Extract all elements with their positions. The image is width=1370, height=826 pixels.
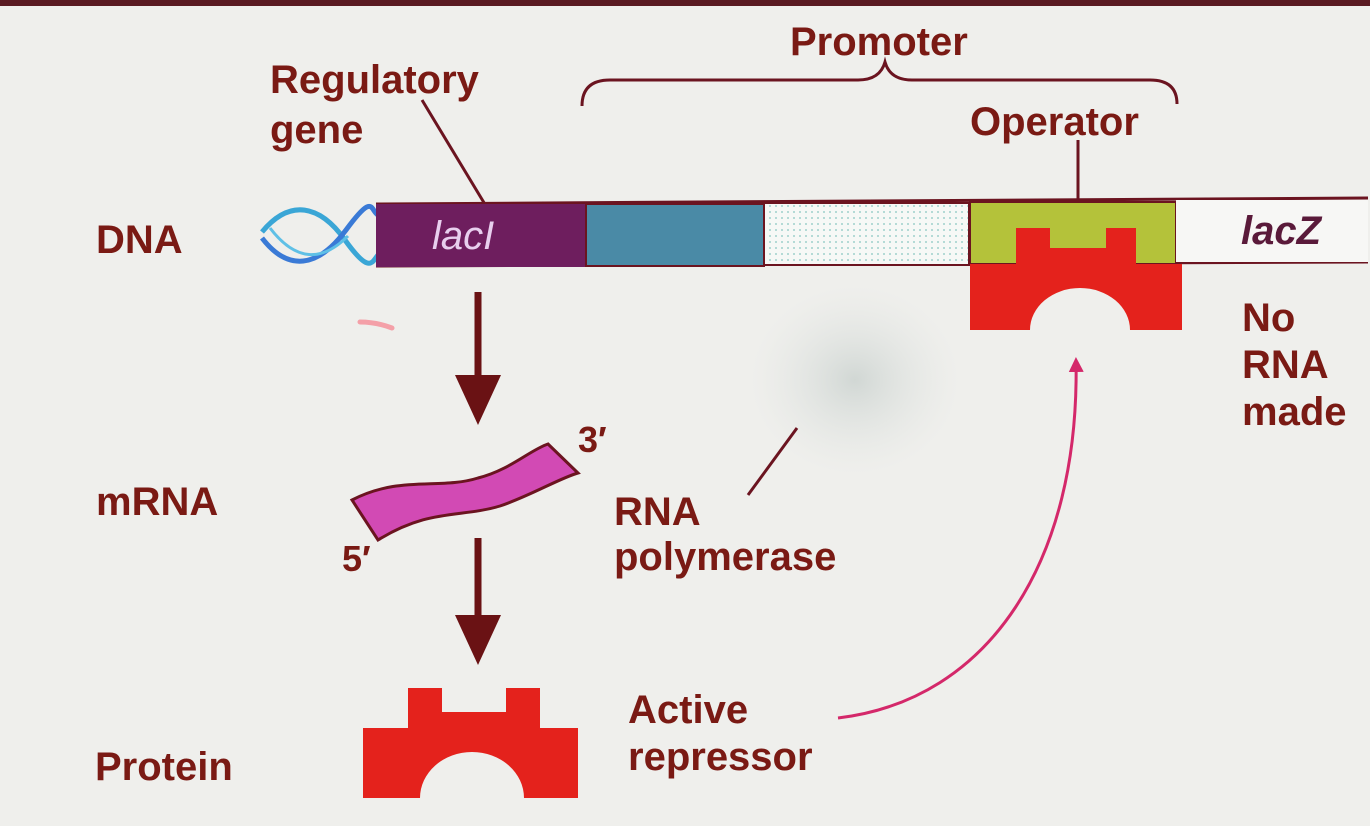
operator-label: Operator (970, 100, 1139, 144)
rna-polymerase-shape (750, 285, 960, 475)
repressor-protein (363, 688, 578, 798)
top-border (0, 0, 1370, 6)
no-rna-made-label-line2: RNA (1242, 343, 1329, 387)
active-repressor-label-line2: repressor (628, 735, 813, 779)
stray-mark (357, 319, 395, 331)
no-rna-made-label-line3: made (1242, 390, 1347, 434)
rna-polymerase-pointer (746, 427, 799, 496)
translation-arrow (455, 538, 501, 665)
no-rna-made-label-line1: No (1242, 296, 1296, 340)
five-prime-label: 5′ (342, 538, 371, 579)
polymerase-site-block (763, 202, 970, 266)
lacz-gene-block (1176, 200, 1368, 262)
bound-repressor (970, 228, 1182, 330)
dna-helix-icon (260, 203, 380, 266)
regulatory-gene-label-line2: gene (270, 108, 364, 152)
regulatory-gene-label-line1: Regulatory (270, 58, 479, 102)
regulatory-gene-pointer (420, 99, 488, 207)
promoter-block (585, 203, 765, 267)
laci-label: lacI (432, 214, 495, 258)
protein-label: Protein (95, 745, 233, 789)
transcription-arrow (455, 292, 501, 425)
promoter-bracket (580, 56, 1179, 107)
mrna-strand (349, 442, 581, 543)
promoter-label: Promoter (790, 20, 968, 64)
repressor-binding-arrow (837, 357, 1084, 720)
rna-polymerase-label-line2: polymerase (614, 535, 837, 579)
mrna-label: mRNA (96, 480, 219, 524)
laci-gene-block (376, 204, 586, 267)
active-repressor-label-line1: Active (628, 688, 749, 732)
lacz-label: lacZ (1241, 209, 1322, 253)
dna-label: DNA (96, 218, 183, 262)
rna-polymerase-label-line1: RNA (614, 490, 701, 534)
dna-top-line (375, 196, 1369, 206)
three-prime-label: 3′ (578, 419, 607, 460)
